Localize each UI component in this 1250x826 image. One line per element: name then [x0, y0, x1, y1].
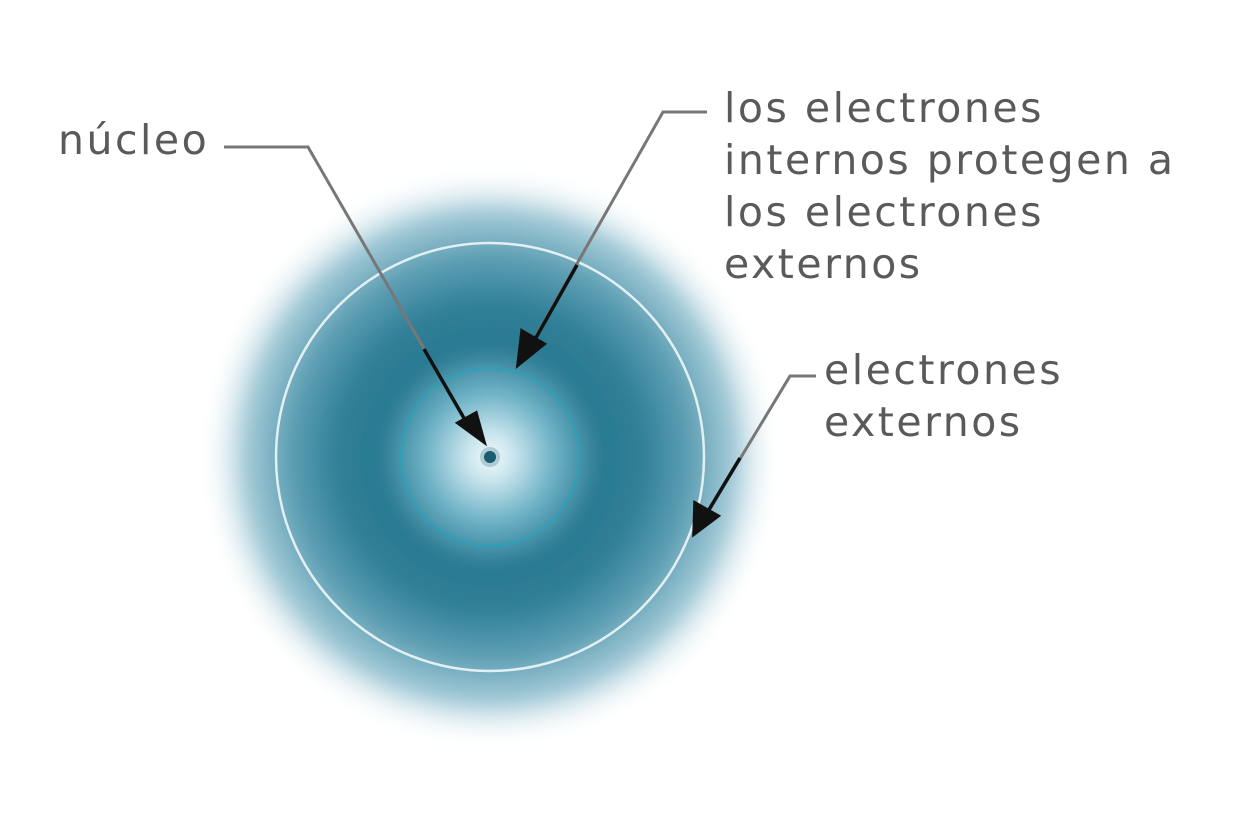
- outer-electron-shell: [274, 241, 706, 673]
- outer-electrons-label: electrones externos: [824, 344, 1063, 448]
- arrowhead-icon: [692, 500, 722, 538]
- arrowhead-icon: [515, 328, 548, 370]
- nucleus-leader-line: [224, 145, 474, 433]
- inner-electrons-label: los electrones internos protegen a los e…: [724, 82, 1176, 290]
- inner-electrons-label-line-2: internos protegen a: [724, 136, 1176, 184]
- inner-electrons-label-line-3: los electrones: [724, 188, 1044, 236]
- nucleus-glow: [480, 447, 500, 467]
- arrows: [422, 264, 742, 538]
- inner-electrons-arrow-shaft: [527, 264, 579, 351]
- outer-electrons-label-line-2: externos: [824, 398, 1023, 446]
- nucleus-label-text: núcleo: [58, 116, 210, 164]
- inner-electron-shell: [399, 366, 581, 548]
- nucleus-label: núcleo: [58, 114, 209, 166]
- outer-electrons-label-line-1: electrones: [824, 346, 1064, 394]
- nucleus: [484, 451, 496, 463]
- inner-electrons-label-line-4: externos: [724, 240, 923, 288]
- outer-electrons-arrow-shaft: [702, 457, 742, 519]
- inner-electrons-label-line-1: los electrones: [724, 84, 1044, 132]
- inner-electrons-leader-line: [534, 110, 707, 337]
- arrowhead-icon: [454, 410, 488, 447]
